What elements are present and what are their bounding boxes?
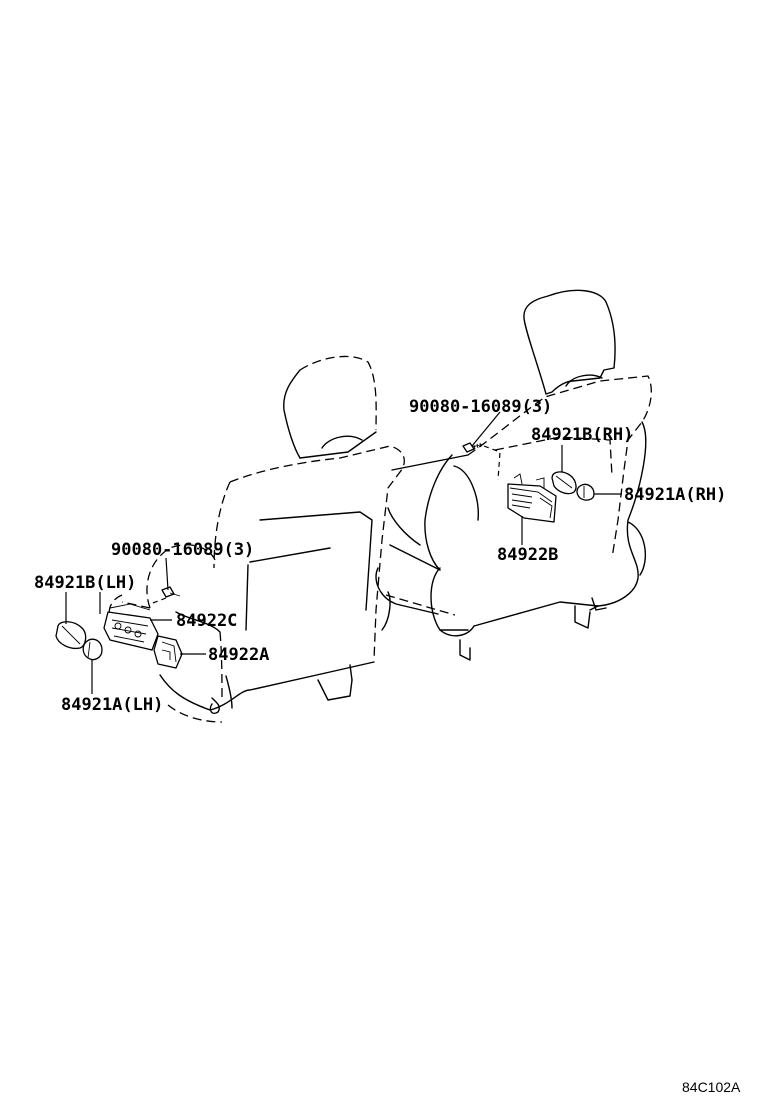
bolt-lh [161, 586, 181, 598]
label-cover-84921a-rh: 84921A(RH) [624, 485, 726, 505]
right-seat-outline [375, 289, 652, 661]
label-switch-84922b: 84922B [497, 545, 558, 565]
figure-code: 84C102A [682, 1079, 741, 1095]
switch-84922b [507, 473, 557, 523]
label-cover-84921b-rh: 84921B(RH) [531, 425, 633, 445]
label-bolt-rh: 90080-16089(3) [409, 397, 552, 417]
cover-84921a-rh [576, 483, 595, 501]
cover-84921a-lh [82, 638, 103, 661]
bolt-lh-guide [149, 597, 167, 605]
label-switch-84922c: 84922C [176, 611, 237, 631]
leader-bolt-rh [471, 411, 501, 447]
bolt-rh-guide [483, 445, 501, 481]
bolt-rh [462, 442, 485, 453]
switch-84922a [153, 635, 183, 669]
label-bolt-lh: 90080-16089(3) [111, 540, 254, 560]
label-switch-84922a: 84922A [208, 645, 269, 665]
switch-84922c [103, 603, 159, 651]
cover-84921b-lh [55, 621, 87, 650]
cover-84921b-rh [551, 471, 577, 495]
leader-lines [65, 411, 622, 694]
leader-bolt-lh [165, 557, 169, 591]
label-cover-84921a-lh: 84921A(LH) [61, 695, 163, 715]
label-cover-84921b-lh: 84921B(LH) [34, 573, 136, 593]
